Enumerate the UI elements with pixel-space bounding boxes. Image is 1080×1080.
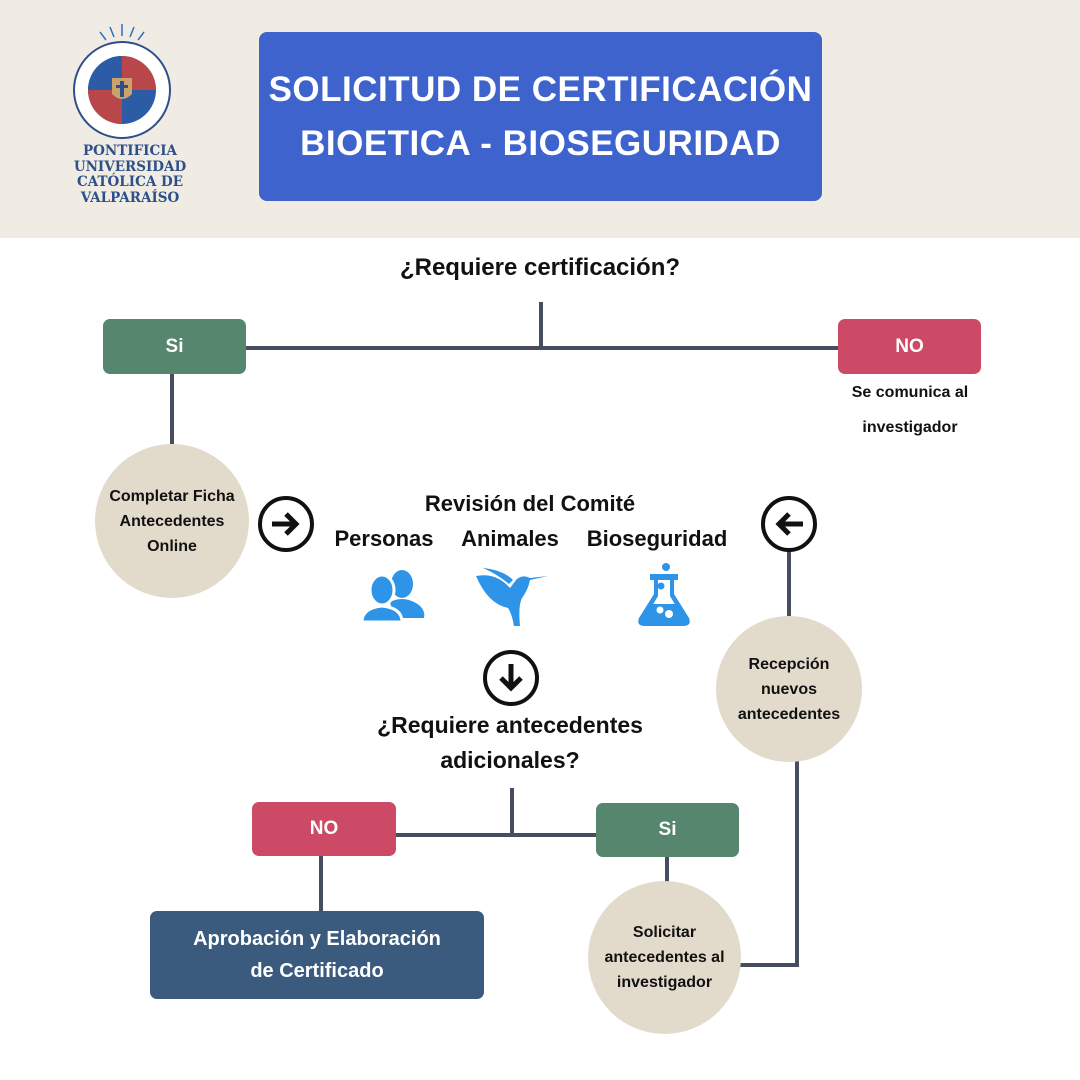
yes-box-2: Si bbox=[596, 803, 739, 857]
question-requires-certification: ¿Requiere certificación? bbox=[399, 254, 681, 281]
step-line: investigador bbox=[616, 974, 713, 991]
step-line: antecedentes bbox=[737, 705, 841, 723]
approval-line: de Certificado bbox=[250, 960, 384, 982]
connector bbox=[319, 856, 323, 912]
logo-text: PONTIFICIA UNIVERSIDAD CATÓLICA DE VALPA… bbox=[50, 143, 210, 206]
flask-icon bbox=[638, 563, 690, 626]
step-request-info: Solicitar antecedentes al investigador bbox=[588, 881, 741, 1034]
committee-animales: Animales bbox=[461, 526, 559, 551]
no-note-line: Se comunica al bbox=[851, 384, 969, 401]
step-line: Antecedentes bbox=[119, 512, 225, 530]
logo-line: VALPARAÍSO bbox=[80, 189, 180, 206]
connector bbox=[738, 963, 799, 967]
committee-personas: Personas bbox=[334, 526, 434, 551]
title-line-2: BIOETICA - BIOSEGURIDAD bbox=[300, 123, 781, 163]
step-line: Solicitar bbox=[632, 924, 697, 941]
question-line: adicionales? bbox=[440, 747, 580, 773]
step-line: antecedentes al bbox=[604, 949, 725, 966]
connector bbox=[665, 857, 669, 888]
title-line-1: SOLICITUD DE CERTIFICACIÓN bbox=[268, 69, 813, 109]
connector bbox=[539, 302, 543, 349]
step-line: Online bbox=[147, 537, 197, 555]
logo-line: PONTIFICIA bbox=[82, 143, 178, 159]
no-note: Se comunica al investigador bbox=[820, 375, 1000, 445]
logo-line: UNIVERSIDAD bbox=[73, 158, 187, 175]
no-box-1: NO bbox=[838, 319, 981, 374]
logo-line: CATÓLICA DE bbox=[76, 174, 183, 190]
connector bbox=[510, 788, 514, 836]
arrow-right-icon bbox=[258, 496, 314, 552]
connector bbox=[795, 760, 799, 967]
connector bbox=[170, 374, 174, 444]
connector bbox=[246, 346, 838, 350]
review-title: Revisión del Comité bbox=[424, 491, 636, 516]
connector bbox=[396, 833, 596, 837]
question-additional: ¿Requiere antecedentes adicionales? bbox=[350, 708, 670, 778]
arrow-left-icon bbox=[761, 496, 817, 552]
step-reception: Recepción nuevos antecedentes bbox=[716, 616, 862, 762]
yes-box-1: Si bbox=[103, 319, 246, 374]
no-note-line: investigador bbox=[862, 419, 958, 436]
step-line: Recepción bbox=[748, 655, 830, 673]
no-box-2: NO bbox=[252, 802, 396, 856]
arrow-down-icon bbox=[483, 650, 539, 706]
committee-bioseguridad: Bioseguridad bbox=[586, 526, 728, 551]
connector bbox=[787, 551, 791, 616]
step-line: Completar Ficha bbox=[109, 487, 235, 505]
question-line: ¿Requiere antecedentes bbox=[377, 712, 643, 738]
university-logo bbox=[73, 24, 171, 139]
people-icon bbox=[360, 570, 425, 624]
approval-line: Aprobación y Elaboración bbox=[193, 928, 441, 950]
approval-box: Aprobación y Elaboración de Certificado bbox=[150, 911, 484, 999]
hummingbird-icon bbox=[476, 568, 548, 626]
page-title: SOLICITUD DE CERTIFICACIÓN BIOETICA - BI… bbox=[259, 32, 822, 201]
step-line: nuevos bbox=[760, 680, 817, 698]
